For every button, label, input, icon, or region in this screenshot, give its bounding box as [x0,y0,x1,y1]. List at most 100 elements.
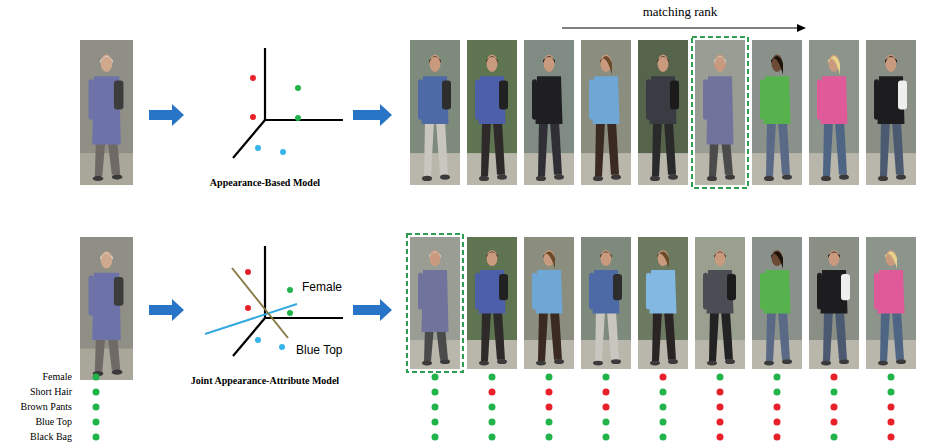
person-photo [410,40,460,185]
attribute-dot [660,389,667,396]
flow-arrow [353,299,392,321]
bag [499,274,508,300]
photo-ground [581,153,631,185]
shoe [878,176,888,181]
attribute-dot [546,419,553,426]
hair [429,252,441,259]
person-photo [524,40,574,185]
photo-ground [581,340,631,369]
hair [543,252,555,269]
person-photo [866,40,916,185]
hair [771,252,783,269]
flow-arrow [149,104,184,126]
torso [536,76,563,124]
attribute-dot [93,434,100,441]
attribute-dot [774,434,781,441]
feature-point [245,305,251,311]
hair [600,252,612,259]
feature-point [255,145,261,151]
arm [646,79,651,120]
photo-background [752,237,802,369]
photo-background [695,40,745,185]
feature-point [250,75,256,81]
torso [536,270,563,314]
attribute-dot [660,374,667,381]
shoe [536,176,546,181]
attribute-dot [93,374,100,381]
arm [817,79,822,120]
head [430,250,441,266]
leg [766,121,776,176]
shoe [878,361,888,366]
leg [823,311,833,361]
hyperplane-label: Blue Top [296,344,342,356]
photo-ground [695,340,745,369]
leg [880,311,890,361]
attribute-dot [774,404,781,411]
photo-ground [638,340,688,369]
attribute-dot [774,374,781,381]
shoe [782,359,792,364]
torso [707,76,734,144]
attribute-dot [432,419,439,426]
flow-arrow [353,104,392,126]
leg [664,311,676,360]
photo-ground [752,153,802,185]
leg [607,121,619,175]
axis [265,119,343,121]
attribute-dot [774,419,781,426]
attribute-dot [603,404,610,411]
arm [646,273,651,310]
leg [595,121,605,176]
attribute-dot [717,434,724,441]
bag [114,81,124,110]
attribute-dot [603,374,610,381]
arm [418,79,423,120]
arm [703,273,708,310]
head [487,250,498,266]
feature-point [280,149,286,155]
attribute-dot [717,419,724,426]
bag [841,274,850,300]
leg [664,121,676,175]
torso [878,270,905,314]
attribute-name: Blue Top [35,416,72,428]
attribute-dot [432,404,439,411]
shoe [707,176,717,181]
torso [764,270,791,314]
photo-background [410,237,460,369]
match-highlight [692,37,748,188]
attribute-dot [831,404,838,411]
person-photo [524,237,574,369]
torso [764,76,791,124]
leg [436,121,448,175]
attribute-dot [546,374,553,381]
attribute-dot [432,434,439,441]
shoe [93,176,104,181]
photo-background [638,237,688,369]
attribute-dot [489,419,496,426]
attribute-dot [603,419,610,426]
photo-ground [809,153,859,185]
leg [709,311,719,361]
attribute-dot [93,404,100,411]
person-photo [581,40,631,185]
shoe [650,361,660,366]
shoe [782,174,792,179]
shoe [764,176,774,181]
head [601,250,612,266]
shoe [839,174,849,179]
attribute-dot [432,389,439,396]
photo-background [467,237,517,369]
person-photo [467,237,517,369]
rank-label: matching rank [643,6,718,18]
leg [607,311,619,360]
torso [650,270,677,314]
hair [657,56,669,63]
person-photo [80,237,133,380]
hair [828,252,840,259]
attribute-dot [489,374,496,381]
rank-arrow [562,28,798,29]
hair [100,56,113,63]
arm [532,273,537,310]
